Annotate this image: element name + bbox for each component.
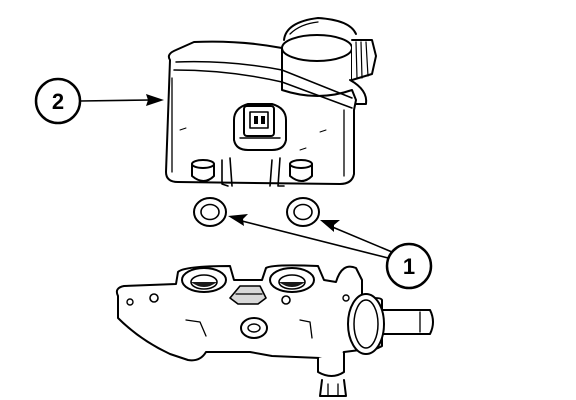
reservoir-filler-cap — [281, 17, 377, 105]
callout-reservoir-number: 2 — [52, 89, 64, 114]
fluid-reservoir — [165, 17, 377, 187]
master-cylinder-body — [115, 264, 434, 397]
reservoir-outlet-left — [191, 157, 233, 187]
cylinder-inlet-port-right — [269, 267, 315, 293]
callout-seals: 1 — [228, 214, 433, 290]
level-sensor-connector — [233, 103, 287, 151]
reservoir-outlet-right — [269, 157, 313, 187]
push-rod — [377, 309, 434, 335]
seal-grommet-right — [286, 197, 320, 227]
seal-grommet-left — [193, 197, 227, 227]
cylinder-inlet-port-left — [181, 267, 227, 293]
callout-reservoir: 2 — [34, 77, 164, 125]
callout-seals-number: 1 — [403, 254, 415, 279]
